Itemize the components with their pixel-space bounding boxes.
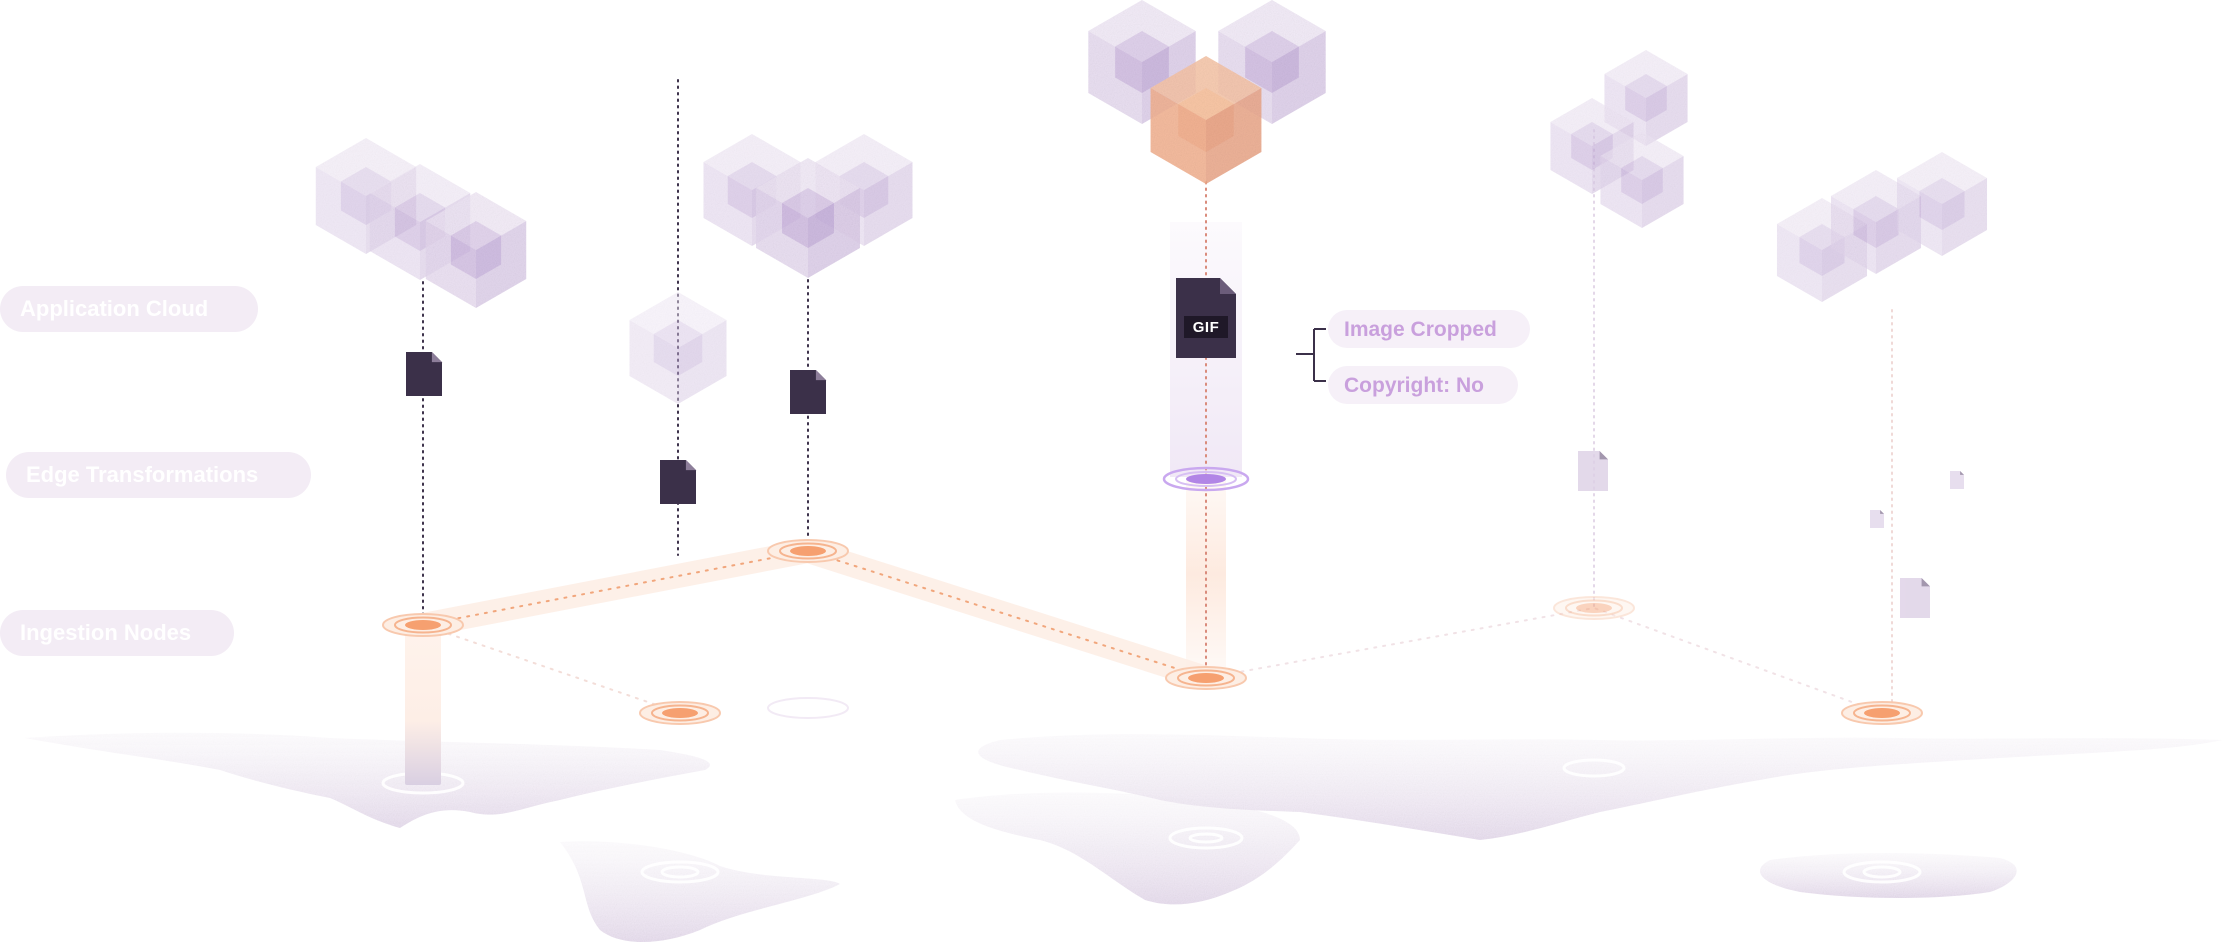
application-cloud-cubes (315, 0, 1988, 404)
cube-shape (1600, 132, 1684, 228)
ingestion-node-markers (382, 539, 1923, 725)
data-files (406, 352, 1964, 618)
cube-shape (1896, 152, 1988, 256)
gif-file-icon: GIF (1176, 278, 1236, 358)
map-north-america (25, 732, 710, 828)
cube-shape (756, 158, 860, 278)
file-icon (1578, 451, 1608, 491)
layer-pill-edge-transformations (6, 452, 311, 498)
file-icon (790, 370, 826, 414)
file-icon (406, 352, 442, 396)
cube-shape (425, 192, 527, 308)
cube-shape (1604, 50, 1688, 146)
node-target (1841, 701, 1923, 725)
file-icon (660, 460, 696, 504)
layer-labels: Application Cloud Edge Transformations I… (0, 286, 311, 656)
gif-badge-label: GIF (1193, 319, 1220, 336)
node-target (639, 701, 721, 725)
layer-label-edge-transformations: Edge Transformations (26, 462, 258, 487)
light-pillars (405, 222, 1242, 785)
node-target (767, 539, 849, 563)
annotation-pill-1 (1328, 310, 1530, 348)
node-target (1553, 596, 1635, 620)
annotation-image-cropped: Image Cropped (1344, 318, 1497, 341)
cube-shape (1150, 56, 1262, 184)
layer-pill-application-cloud (0, 286, 258, 332)
annotation-pill-2 (1328, 366, 1518, 404)
edge-transform-node (1162, 466, 1250, 492)
layer-label-ingestion-nodes: Ingestion Nodes (20, 620, 191, 645)
file-icon (1950, 471, 1964, 489)
layer-label-application-cloud: Application Cloud (20, 296, 208, 321)
world-map (25, 732, 2223, 942)
map-south-america (560, 841, 840, 942)
map-africa (955, 792, 1300, 905)
map-eurasia (978, 734, 2223, 840)
file-icon (1870, 510, 1884, 528)
node-target (382, 613, 464, 637)
layer-pill-ingestion-nodes (0, 610, 234, 656)
node-target (1165, 666, 1247, 690)
file-icon (1900, 578, 1930, 618)
cube-shape (629, 292, 727, 404)
annotation-copyright: Copyright: No (1344, 374, 1484, 397)
network-bands (411, 539, 1218, 690)
gif-annotations: Image Cropped Copyright: No (1296, 310, 1530, 404)
